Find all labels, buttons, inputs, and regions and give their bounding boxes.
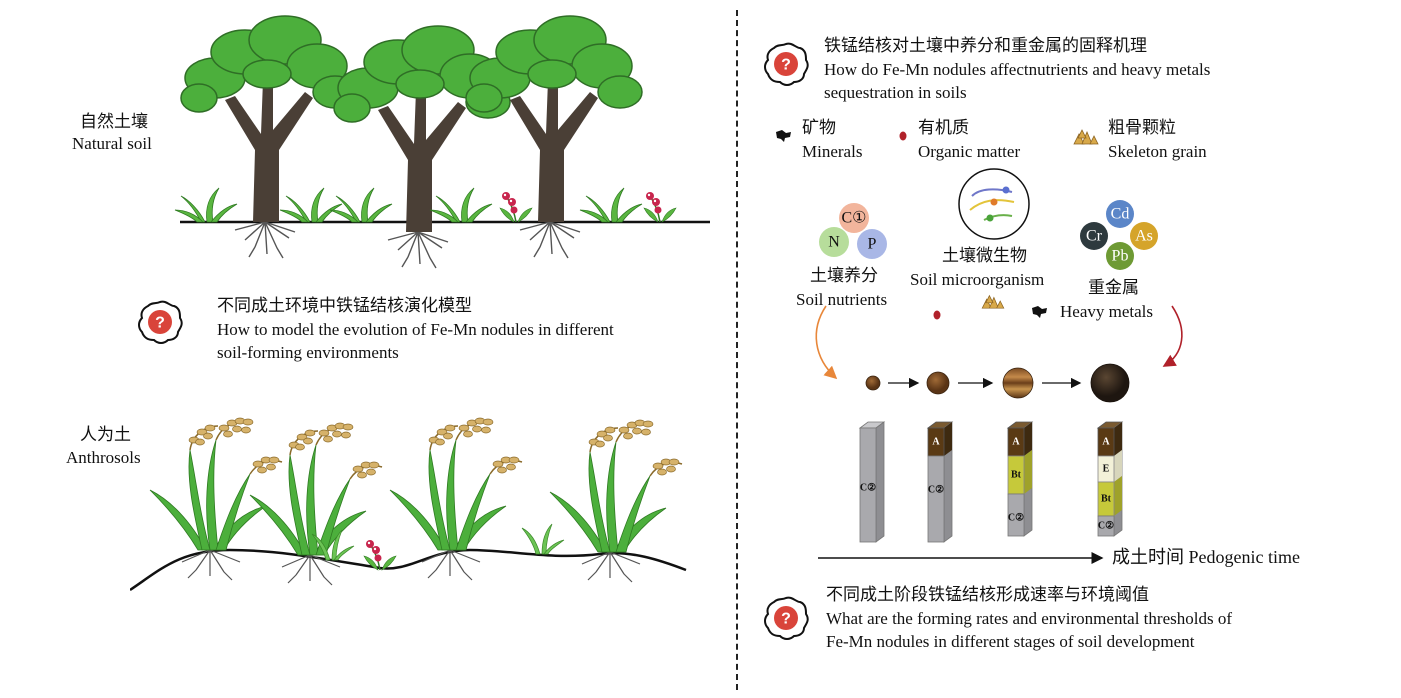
nodule-stage-2 [926,371,950,395]
legend-skeleton-en: Skeleton grain [1108,142,1207,161]
legend-minerals-zh: 矿物 [802,118,836,137]
soil-profile-2: A C② [926,421,954,543]
organic-matter-icon [899,131,907,141]
heavy-metals-cluster: Cd Cr As Pb [1080,200,1158,270]
nutrient-p-label: P [868,236,877,253]
profile2-horizon-c: C② [928,485,944,496]
question-icon: ? [764,596,809,640]
organic-matter-icon [933,310,941,320]
legend-organic-zh: 有机质 [918,118,969,137]
natural-soil-en: Natural soil [72,134,152,153]
svg-text:?: ? [155,315,165,332]
profile4-horizon-e: E [1103,464,1110,475]
anthrosols-illustration [130,417,687,592]
nutrient-c-circle [839,203,869,233]
time-axis-label: 成土时间 Pedogenic time [1112,547,1300,567]
nutrient-n-label: N [828,234,840,251]
metal-cr-circle [1080,222,1108,250]
soil-nutrients-en: Soil nutrients [796,290,888,309]
metal-as-circle [1130,222,1158,250]
profile3-horizon-a: A [1012,437,1020,448]
legend-minerals-en: Minerals [802,142,863,161]
soil-nutrients-zh: 土壤养分 [810,266,878,285]
question2-en-line1: How do Fe-Mn nodules affectnutrients and… [824,60,1211,79]
metal-cr-label: Cr [1086,228,1103,245]
nutrient-p-circle [857,229,887,259]
profile1-horizon-c: C② [860,483,876,494]
question1-en-line2: soil-forming environments [217,343,399,362]
profile3-horizon-bt: Bt [1011,470,1022,481]
question3-en-line1: What are the forming rates and environme… [826,609,1232,628]
nutrient-n-circle [819,227,849,257]
svg-text:?: ? [781,611,791,628]
mineral-icon [1032,306,1047,318]
legend-organic-en: Organic matter [918,142,1021,161]
question-icon: ? [764,42,809,86]
natural-soil-illustration [174,15,710,269]
anthrosols-en: Anthrosols [66,448,141,467]
profile4-horizon-a: A [1102,437,1110,448]
mineral-icon [776,130,791,142]
nutrients-arrow [815,305,838,380]
nodule-stage-4 [1090,363,1130,403]
profile2-horizon-a: A [932,437,940,448]
question2-zh: 铁锰结核对土壤中养分和重金属的固释机理 [824,36,1147,55]
skeleton-grain-icon [981,294,1005,309]
pedogenesis-diagram: C② A C② A Bt C② A E Bt C② [815,305,1183,564]
divider [736,10,738,690]
metal-cd-circle [1106,200,1134,228]
microorganism-en: Soil microorganism [910,270,1045,289]
soil-profile-4: A E Bt C② [1096,421,1124,537]
question1-zh: 不同成土环境中铁锰结核演化模型 [217,296,472,315]
metal-cd-label: Cd [1111,206,1130,223]
nodule-stage-3 [1002,367,1034,399]
question-icon: ? [138,300,183,344]
legend-skeleton-zh: 粗骨颗粒 [1108,118,1176,137]
profile3-horizon-c: C② [1008,513,1024,524]
soil-nutrients-cluster: C① N P [819,203,887,259]
heavy-metals-en: Heavy metals [1060,302,1153,321]
profile4-horizon-bt: Bt [1101,494,1112,505]
natural-soil-zh: 自然土壤 [80,112,148,131]
metal-as-label: As [1135,228,1153,245]
soil-profile-1: C② [858,421,886,543]
heavy-metals-arrow [1162,305,1183,367]
microorganism-zh: 土壤微生物 [942,246,1027,265]
soil-profile-3: A Bt C② [1006,421,1034,537]
profile4-horizon-c: C② [1098,521,1114,532]
question1-en-line1: How to model the evolution of Fe-Mn nodu… [217,320,614,339]
question2-en-line2: sequestration in soils [824,83,967,102]
microorganism-circle [958,168,1030,240]
svg-text:?: ? [781,57,791,74]
heavy-metals-zh: 重金属 [1088,278,1139,297]
nodule-stage-1 [865,375,881,391]
metal-pb-circle [1106,242,1134,270]
question3-en-line2: Fe-Mn nodules in different stages of soi… [826,632,1195,651]
anthrosols-zh: 人为土 [80,425,131,444]
metal-pb-label: Pb [1112,248,1129,265]
question3-zh: 不同成土阶段铁锰结核形成速率与环境阈值 [826,585,1149,604]
skeleton-grain-icon [1073,129,1099,145]
nutrient-c-label: C① [841,210,866,227]
